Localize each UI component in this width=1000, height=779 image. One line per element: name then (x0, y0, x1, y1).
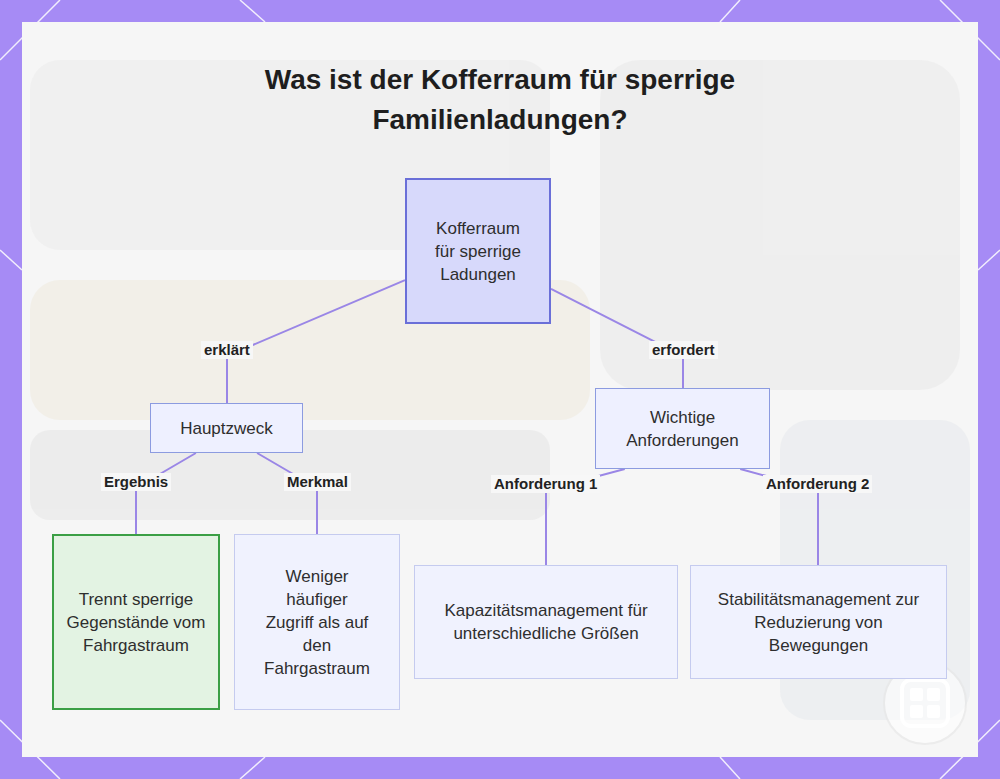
requirement-box: Stabilitätsmanagement zur Reduzierung vo… (690, 565, 947, 679)
category-box: Wichtige Anforderungen (595, 388, 770, 469)
requirement-box: Kapazitätsmanagement für unterschiedlich… (414, 565, 678, 679)
diagram-title: Was ist der Kofferraum für sperrige Fami… (200, 60, 800, 140)
feature-box: Weniger häufiger Zugriff als auf den Fah… (234, 534, 400, 710)
edge-label: erfordert (649, 341, 718, 359)
node-text: Hauptzweck (157, 417, 297, 440)
node-text: Trennt sperrige Gegenstände vom Fahrgast… (66, 588, 206, 657)
connector-line (227, 280, 405, 403)
node-text: Wichtige Anforderungen (603, 406, 763, 452)
connector-line (136, 453, 196, 534)
node-text: Kofferraum für sperrige Ladungen (426, 217, 530, 286)
connector-line (551, 289, 683, 388)
result-box: Trennt sperrige Gegenstände vom Fahrgast… (52, 534, 220, 710)
root-box: Kofferraum für sperrige Ladungen (405, 178, 551, 324)
blurred-photo (30, 60, 970, 720)
edge-label: Anforderung 1 (491, 475, 600, 493)
node-text: Kapazitätsmanagement für unterschiedlich… (431, 599, 661, 645)
inner-panel (22, 22, 978, 757)
edge-label: erklärt (201, 341, 253, 359)
node-text: Stabilitätsmanagement zur Reduzierung vo… (704, 588, 934, 657)
edge-label: Ergebnis (101, 473, 171, 491)
node-text: Weniger häufiger Zugriff als auf den Fah… (262, 565, 372, 680)
connector-line (257, 453, 317, 534)
edge-label: Anforderung 2 (763, 475, 872, 493)
category-box: Hauptzweck (150, 403, 303, 453)
edge-label: Merkmal (284, 473, 351, 491)
